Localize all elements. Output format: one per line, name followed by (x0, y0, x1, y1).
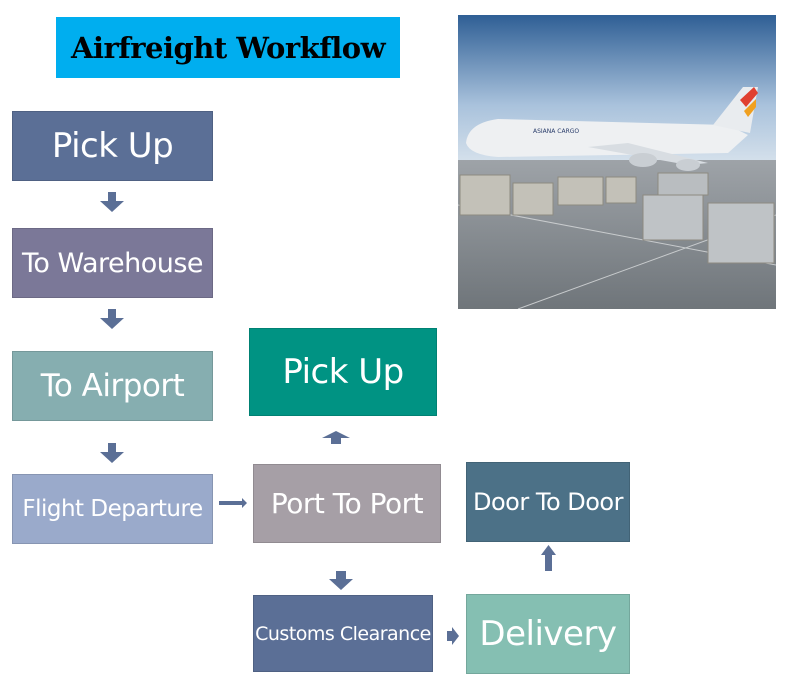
node-flight-departure: Flight Departure (12, 474, 213, 544)
arrow-right-icon (447, 627, 459, 645)
arrow-down-icon (100, 443, 124, 463)
node-pick-up: Pick Up (12, 111, 213, 181)
cargo-pallets (459, 172, 775, 264)
airplane: ASIANA CARGO (466, 87, 758, 171)
node-door-to-door: Door To Door (466, 462, 630, 542)
diagram-title: Airfreight Workflow (56, 17, 400, 78)
node-delivery: Delivery (466, 594, 630, 674)
arrow-up-icon (322, 431, 350, 444)
node-to-airport: To Airport (12, 351, 213, 421)
node-port-to-port: Port To Port (253, 464, 441, 543)
arrow-down-icon (100, 192, 124, 212)
arrow-down-icon (329, 571, 353, 590)
livery-text: ASIANA CARGO (533, 128, 579, 135)
node-pick-up-2: Pick Up (249, 328, 437, 416)
node-to-warehouse: To Warehouse (12, 228, 213, 298)
node-customs-clearance: Customs Clearance (253, 595, 433, 672)
arrow-up-icon (541, 545, 556, 571)
cargo-plane-photo: ASIANA CARGO (458, 15, 776, 309)
arrow-down-icon (100, 309, 124, 329)
arrow-right-icon (219, 498, 247, 508)
